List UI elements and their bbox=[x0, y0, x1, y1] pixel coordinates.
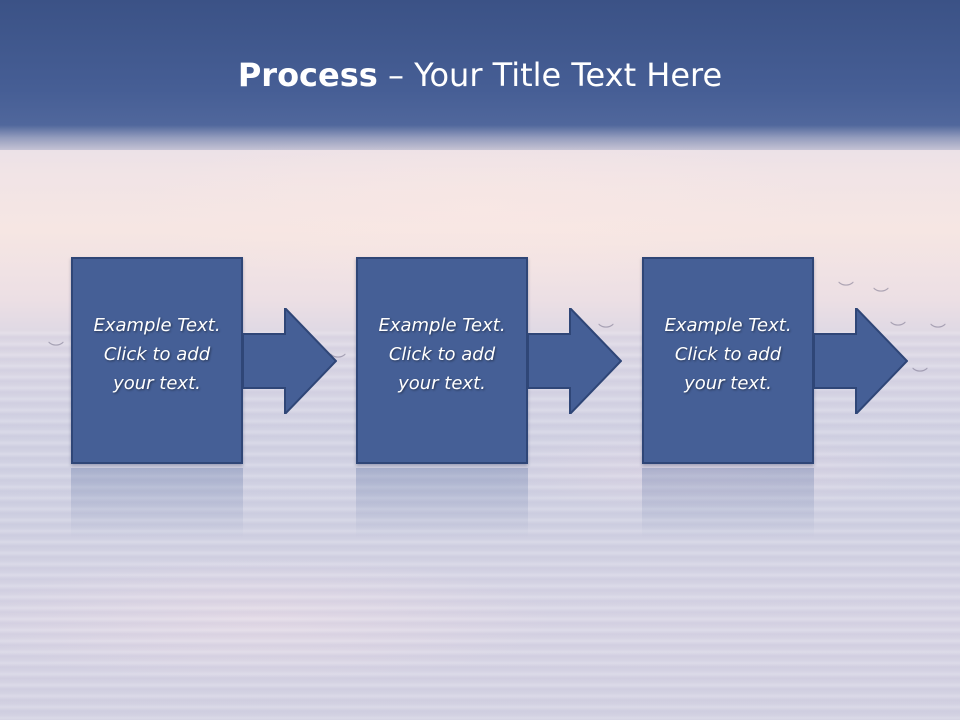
seagull-icon: ︶ bbox=[838, 280, 855, 299]
step-line: Click to add bbox=[103, 344, 211, 365]
right-arrow-icon bbox=[243, 308, 337, 414]
step-text[interactable]: Example Text. Click to add your text. bbox=[644, 311, 812, 398]
step-line: Click to add bbox=[388, 344, 496, 365]
right-arrow-icon bbox=[814, 308, 908, 414]
title-banner bbox=[0, 0, 960, 150]
seagull-icon: ︶ bbox=[912, 366, 929, 385]
step-line: Example Text. bbox=[378, 315, 506, 336]
process-step-box[interactable]: Example Text. Click to add your text. bbox=[642, 257, 814, 464]
step-text[interactable]: Example Text. Click to add your text. bbox=[73, 311, 241, 398]
step-reflection bbox=[642, 468, 814, 538]
step-reflection bbox=[356, 468, 528, 538]
step-line: Click to add bbox=[674, 344, 782, 365]
title-bold: Process bbox=[237, 56, 378, 94]
seagull-icon: ︶ bbox=[330, 352, 347, 371]
process-step-box[interactable]: Example Text. Click to add your text. bbox=[356, 257, 528, 464]
title-rest: – Your Title Text Here bbox=[377, 56, 723, 94]
right-arrow-icon bbox=[528, 308, 622, 414]
process-step-box[interactable]: Example Text. Click to add your text. bbox=[71, 257, 243, 464]
seagull-icon: ︶ bbox=[873, 286, 890, 305]
seagull-icon: ︶ bbox=[48, 340, 65, 359]
step-line: Example Text. bbox=[93, 315, 221, 336]
step-line: your text. bbox=[398, 373, 486, 394]
seagull-icon: ︶ bbox=[930, 322, 947, 341]
step-line: your text. bbox=[113, 373, 201, 394]
slide-title[interactable]: Process – Your Title Text Here bbox=[0, 52, 960, 98]
step-text[interactable]: Example Text. Click to add your text. bbox=[358, 311, 526, 398]
step-line: your text. bbox=[684, 373, 772, 394]
step-reflection bbox=[71, 468, 243, 538]
seagull-icon: ︶ bbox=[598, 322, 615, 341]
seagull-icon: ︶ bbox=[890, 320, 907, 339]
step-line: Example Text. bbox=[664, 315, 792, 336]
